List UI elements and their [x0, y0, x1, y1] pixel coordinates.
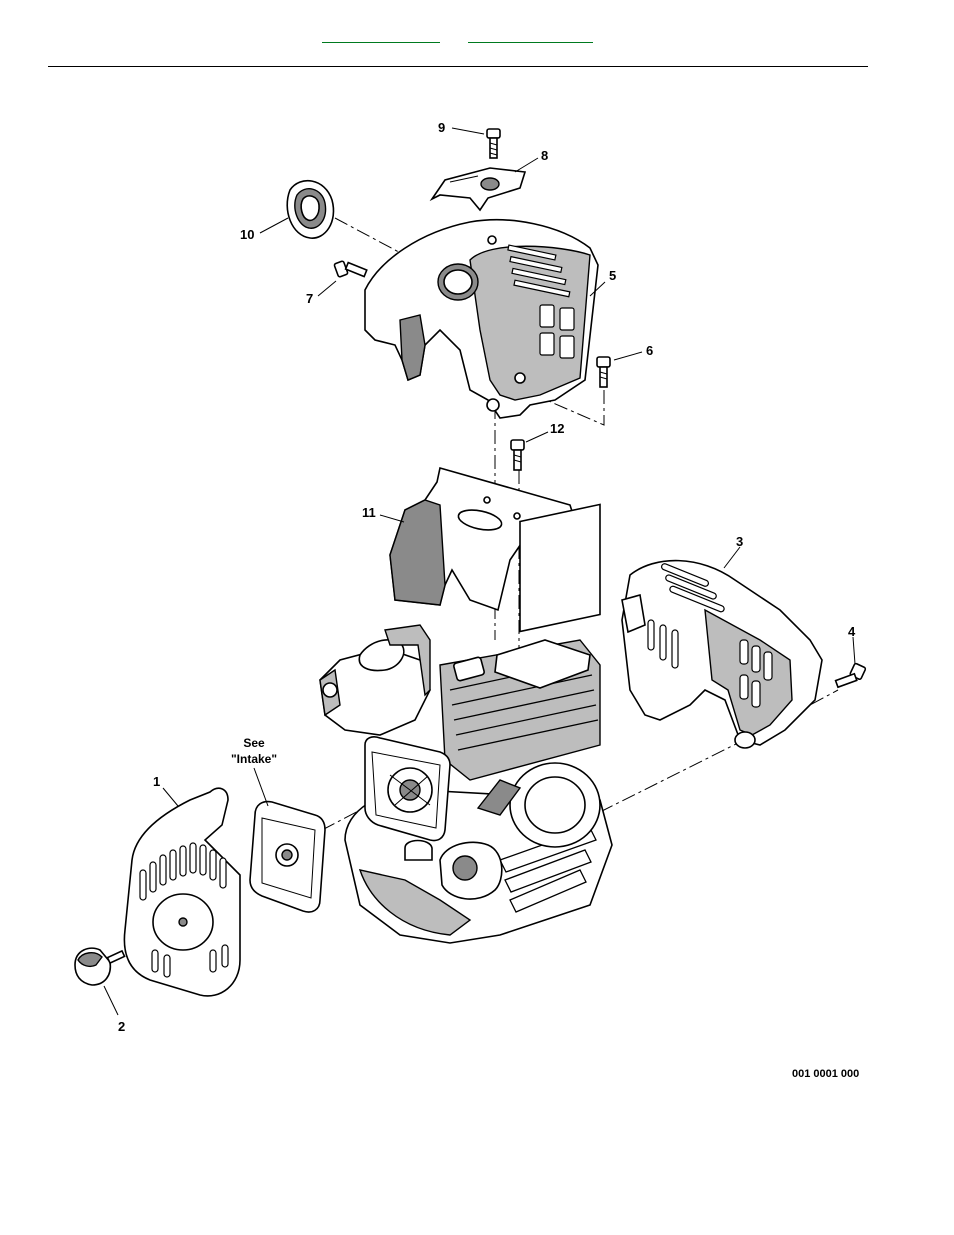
- callout-2: 2: [118, 1019, 125, 1034]
- grommet-10: [287, 181, 333, 238]
- nav-link-left[interactable]: [322, 28, 440, 43]
- callout-7: 7: [306, 291, 313, 306]
- screw-12: [511, 440, 524, 470]
- callout-10: 10: [240, 227, 254, 242]
- leader-1: [163, 788, 178, 806]
- leader-8: [515, 158, 538, 172]
- intake-gasket: [250, 802, 325, 912]
- shroud-5: [365, 220, 598, 418]
- screw-9: [487, 129, 500, 158]
- leader-11: [380, 515, 404, 522]
- knob-2: [75, 948, 125, 985]
- figure-code: 001 0001 000: [792, 1068, 859, 1080]
- screw-7: [334, 261, 367, 278]
- cover-3: [622, 561, 822, 748]
- see-note-line2: "Intake": [231, 752, 277, 766]
- nav-link-right[interactable]: [468, 28, 593, 43]
- leader-7: [318, 281, 336, 296]
- leader-see-intake: [254, 768, 268, 806]
- leader-9: [452, 128, 484, 134]
- callout-3: 3: [736, 534, 743, 549]
- callout-9: 9: [438, 120, 445, 135]
- callout-12: 12: [550, 421, 564, 436]
- see-note-line1: See: [243, 736, 265, 750]
- screw-6: [597, 357, 610, 387]
- callout-11: 11: [362, 505, 376, 520]
- exploded-parts-diagram: 9 8 10 7 5 6 12 11 3 4 See "Intake" 1 2 …: [60, 96, 878, 1096]
- leader-10: [260, 218, 288, 233]
- filter-cover-1: [124, 788, 240, 996]
- leader-12: [526, 432, 548, 442]
- leader-4: [853, 637, 855, 664]
- screw-4: [836, 663, 866, 687]
- assembly-line-3: [600, 742, 740, 812]
- callout-8: 8: [541, 148, 548, 163]
- callout-4: 4: [848, 624, 856, 639]
- callout-6: 6: [646, 343, 653, 358]
- diagram-canvas: 9 8 10 7 5 6 12 11 3 4 See "Intake" 1 2 …: [60, 96, 878, 1096]
- leader-6: [614, 352, 642, 360]
- leader-2: [104, 986, 118, 1015]
- leader-3: [724, 547, 740, 568]
- bracket-8: [432, 168, 525, 210]
- callout-5: 5: [609, 268, 616, 283]
- header-rule: [48, 66, 868, 67]
- callout-1: 1: [153, 774, 160, 789]
